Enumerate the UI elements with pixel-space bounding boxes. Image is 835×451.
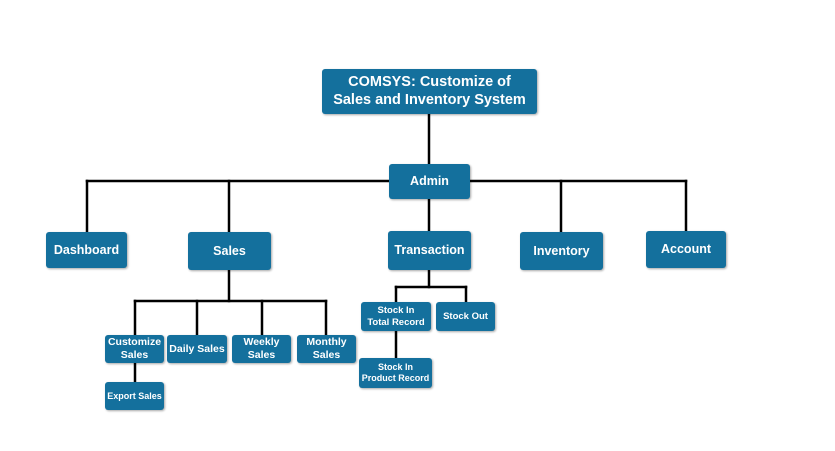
node-monthly-sales: Monthly Sales [297, 335, 356, 363]
node-root: COMSYS: Customize of Sales and Inventory… [322, 69, 537, 114]
node-customize-sales: Customize Sales [105, 335, 164, 363]
node-transaction: Transaction [388, 231, 471, 270]
node-daily-sales: Daily Sales [167, 335, 227, 363]
node-export-sales: Export Sales [105, 382, 164, 410]
node-stock-in-total-record: Stock In Total Record [361, 302, 431, 331]
node-sales: Sales [188, 232, 271, 270]
node-weekly-sales: Weekly Sales [232, 335, 291, 363]
node-inventory: Inventory [520, 232, 603, 270]
node-stock-out: Stock Out [436, 302, 495, 331]
node-stock-in-product-record: Stock In Product Record [359, 358, 432, 388]
node-account: Account [646, 231, 726, 268]
node-dashboard: Dashboard [46, 232, 127, 268]
node-admin: Admin [389, 164, 470, 199]
